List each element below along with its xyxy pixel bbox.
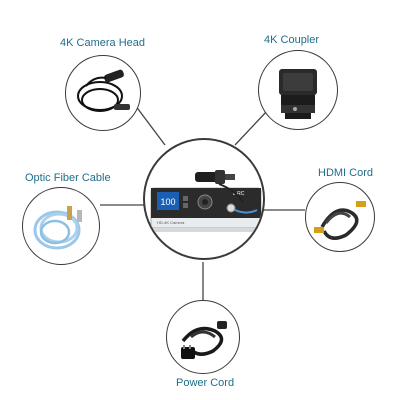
camera-head-circle xyxy=(65,55,141,131)
label-hdmi: HDMI Cord xyxy=(318,167,374,179)
label-camera-head: 4K Camera Head xyxy=(60,37,145,49)
camera-head-icon xyxy=(77,69,130,112)
power-cord-icon xyxy=(181,321,227,359)
coupler-circle xyxy=(258,50,338,130)
connector-camera xyxy=(134,104,166,146)
coupler-icon xyxy=(279,69,317,119)
device-brand: ᴅ.RC xyxy=(233,191,245,197)
label-coupler: 4K Coupler xyxy=(264,34,320,46)
hdmi-circle xyxy=(305,182,375,252)
connector-coupler xyxy=(234,109,269,146)
screen-value: 100 xyxy=(160,197,175,207)
label-optic-fiber: Optic Fiber Cable xyxy=(25,172,111,184)
optic-fiber-circle xyxy=(22,187,100,265)
camera-system-icon: 100 ᴅ.RC HD-4K Camera xyxy=(150,170,262,232)
optic-fiber-icon xyxy=(33,206,82,250)
main-device-circle: 100 ᴅ.RC HD-4K Camera xyxy=(143,138,265,260)
label-power: Power Cord xyxy=(176,377,235,389)
power-cord-circle xyxy=(166,300,240,374)
hdmi-cable-icon xyxy=(314,201,366,240)
device-model: HD-4K Camera xyxy=(157,220,185,225)
